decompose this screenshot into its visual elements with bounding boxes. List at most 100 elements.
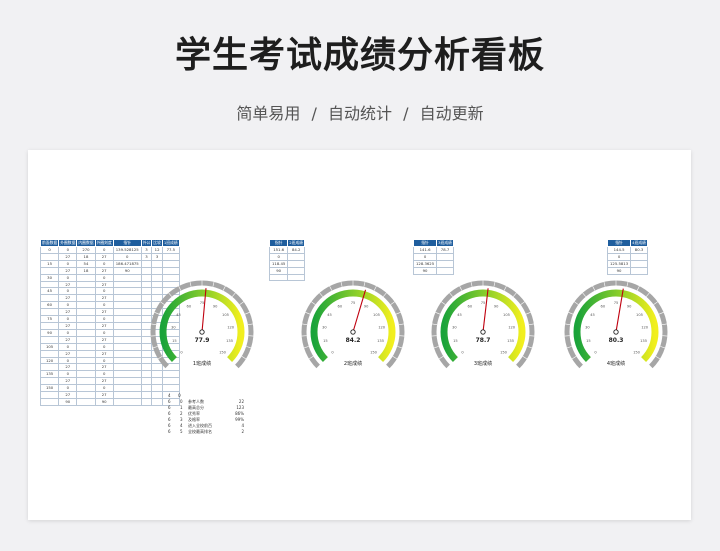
- table-cell: 60: [39, 301, 60, 310]
- table-cell: 125.5813: [606, 259, 632, 268]
- table-cell: [76, 391, 96, 399]
- table-cell: 27: [94, 377, 114, 386]
- table-cell: 150: [39, 384, 60, 393]
- table-cell: 135: [39, 370, 60, 379]
- column-header: 指针: [112, 239, 142, 247]
- table-cell: [161, 259, 180, 268]
- gauge-color-band: [310, 289, 396, 363]
- gauge-label: 4班成绩: [607, 360, 625, 367]
- column-header: 1班成绩: [161, 239, 180, 247]
- gauge-tick: [390, 301, 395, 305]
- table-cell: [161, 266, 180, 275]
- stats-index: 6: [168, 399, 171, 404]
- table-cell: 18: [76, 266, 96, 275]
- stats-order: 3: [180, 417, 183, 422]
- table-cell: 186.471875: [112, 259, 142, 268]
- table-cell: [39, 321, 60, 330]
- table-cell: 27: [94, 349, 114, 358]
- table-cell: 27: [58, 280, 78, 289]
- table-cell: 151.6: [268, 246, 289, 254]
- column-header: 内圈数据: [76, 239, 96, 247]
- table-cell: [151, 266, 163, 275]
- gauge-tick: [311, 301, 316, 305]
- gauge-tick: [305, 312, 311, 315]
- table-cell: 90: [94, 397, 114, 406]
- gauge-tick: [222, 285, 226, 291]
- table-cell: [436, 266, 454, 275]
- table-cell: 12: [151, 246, 163, 254]
- table-cell: 90: [112, 266, 142, 275]
- stats-value: 123: [236, 405, 244, 410]
- table-cell: [112, 273, 142, 282]
- gauge-label: 2班成绩: [344, 360, 362, 367]
- table-cell: [76, 315, 96, 323]
- table-cell: 27: [58, 308, 78, 317]
- gauge-tick: [522, 356, 528, 360]
- gauge-tick-label: 135: [377, 339, 384, 343]
- table-cell: 3: [140, 246, 153, 254]
- gauge-tick-label: 75: [614, 301, 619, 305]
- gauge-tick: [382, 292, 387, 297]
- table-cell: 0: [58, 287, 78, 296]
- table-cell: 27: [94, 294, 114, 303]
- gauge-tick: [234, 364, 239, 369]
- gauge-tick-label: 45: [457, 313, 462, 317]
- gauge-tick: [385, 364, 390, 369]
- table-cell: 0: [39, 246, 60, 254]
- gauge-tick: [435, 312, 441, 315]
- gauge-tick: [653, 301, 658, 305]
- gauge-hub: [613, 329, 619, 335]
- gauge-tick-label: 45: [327, 313, 332, 317]
- gauge-tick: [512, 292, 517, 297]
- table-cell: 0: [112, 252, 142, 261]
- table-cell: 90: [268, 266, 289, 275]
- table-cell: [76, 294, 96, 303]
- gauge-tick-label: 15: [323, 339, 328, 343]
- gauge-tick-label: 15: [453, 339, 458, 343]
- table-cell: 27: [58, 294, 78, 303]
- gauge-tick: [398, 323, 404, 326]
- gauge-tick: [568, 312, 574, 315]
- table-cell: 0: [58, 356, 78, 365]
- subtitle-separator: /: [403, 104, 409, 123]
- gauge-tick: [470, 281, 473, 287]
- table-cell: [76, 301, 96, 310]
- gauge-tick: [373, 285, 377, 291]
- gauge-tick-label: 90: [494, 304, 499, 308]
- table-cell: 27: [94, 335, 114, 344]
- gauge-tick: [231, 292, 236, 297]
- gauge-tick-label: 75: [351, 301, 356, 305]
- table-cell: [76, 342, 96, 351]
- stats-label: 最高总分: [188, 405, 204, 410]
- column-header: 2班成绩: [287, 239, 306, 247]
- stats-value: 4: [241, 423, 244, 428]
- gauge-tick: [655, 356, 661, 360]
- gauge-tick: [660, 346, 666, 349]
- table-cell: 80.3: [630, 246, 648, 254]
- gauge-tick: [658, 312, 664, 315]
- table-row: 0: [412, 252, 454, 261]
- table-cell: 18: [76, 252, 96, 261]
- gauge-tick: [212, 281, 215, 287]
- table-cell: 270: [76, 246, 96, 254]
- stats-index: 6: [168, 405, 171, 410]
- gauge-tick-label: 90: [213, 304, 218, 308]
- gauge-tick: [446, 364, 451, 369]
- gauge-tick-label: 120: [378, 326, 386, 330]
- table-cell: [76, 377, 96, 386]
- gauge-tick-label: 0: [180, 351, 183, 355]
- gauge-needle: [352, 289, 367, 333]
- gauge-tick: [160, 301, 165, 305]
- table-row: [268, 273, 306, 281]
- subtitle-item-1: 简单易用: [236, 104, 301, 123]
- table-cell: [112, 342, 142, 351]
- gauge-tick: [165, 364, 170, 369]
- gauge-hub: [350, 329, 356, 335]
- table-cell: [112, 391, 142, 399]
- table-cell: 3: [151, 252, 163, 261]
- table-row: 0: [606, 252, 648, 261]
